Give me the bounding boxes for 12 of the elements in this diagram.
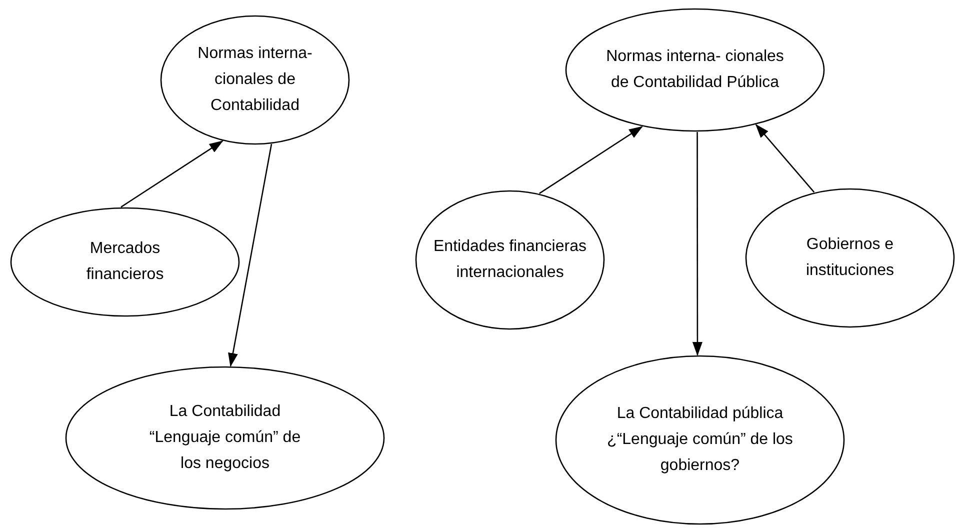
- arrow: [120, 140, 224, 208]
- arrow: [692, 132, 702, 356]
- arrow: [755, 124, 815, 193]
- node-label: Normas interna- cionales de Contabilidad: [196, 44, 314, 116]
- node-label: La Contabilidad pública ¿“Lenguaje común” de los gobiernos?: [606, 404, 794, 476]
- arrow: [539, 126, 643, 194]
- node-label: Gobiernos e instituciones: [804, 235, 896, 281]
- arrow: [228, 144, 272, 368]
- node-label: Mercados financieros: [85, 239, 165, 285]
- node-label: Normas interna- cionales de Contabilidad Pública: [605, 47, 785, 93]
- node-label: La Contabilidad “Lenguaje común” de los negocios: [148, 402, 302, 474]
- node-label: Entidades financieras internacionales: [432, 237, 588, 283]
